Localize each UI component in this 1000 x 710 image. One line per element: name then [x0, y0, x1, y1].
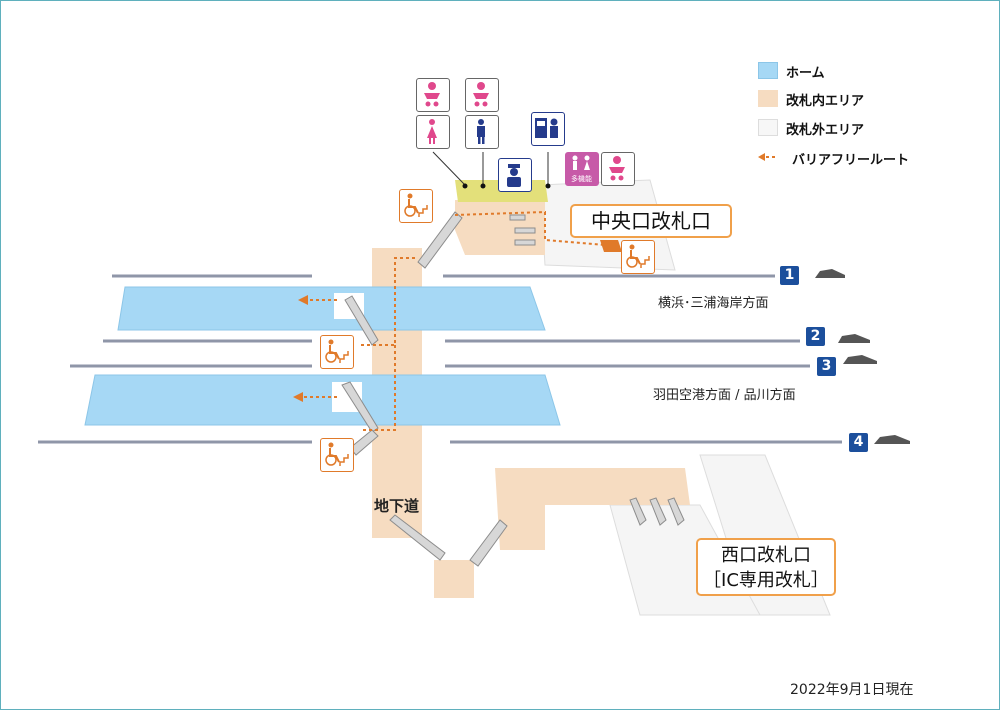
west-gate-ic-text: ［IC専用改札］ [703, 570, 829, 591]
date-note: 2022年9月1日現在 [790, 682, 914, 698]
staircases [341, 211, 685, 567]
leader-dot-3 [545, 183, 551, 189]
wheelchair-stair-lift-icon [621, 240, 655, 274]
station-staff-icon [498, 158, 532, 192]
baby-changing-icon [416, 78, 450, 112]
multipurpose-restroom-icon: 多機能 [565, 152, 599, 186]
underpass-label: 地下道 [374, 497, 420, 515]
west-concourse [495, 468, 690, 550]
west-gate-text: 西口改札口 [721, 545, 811, 566]
men-restroom-icon [465, 115, 499, 149]
women-restroom-icon [416, 115, 450, 149]
platform-1-2 [117, 286, 546, 331]
leader-dot-2 [480, 183, 486, 189]
baby-changing-icon [601, 152, 635, 186]
wheelchair-stair-lift-icon [320, 438, 354, 472]
underpass-lower [434, 560, 474, 598]
route-end-marker [600, 240, 622, 252]
route-arrow-2 [293, 392, 303, 402]
track-badge-4: 4 [849, 433, 868, 452]
track-badge-2: 2 [806, 327, 825, 346]
central-gate-text: 中央口改札口 [591, 209, 711, 233]
ticket-machine-icon [531, 112, 565, 146]
west-gate-label: 西口改札口 ［IC専用改札］ [696, 538, 836, 596]
legend-swatch-inside [758, 90, 778, 107]
route-arrow-1 [298, 295, 308, 305]
multipurpose-label: 多機能 [571, 175, 592, 183]
track-lines [38, 274, 842, 444]
legend-label-barrier-free: バリアフリールート [792, 153, 910, 168]
direction-track23: 羽田空港方面 / 品川方面 [653, 388, 796, 403]
track-badge-3: 3 [817, 357, 836, 376]
legend-label-inside: 改札内エリア [786, 94, 865, 109]
barrier-free-route [300, 210, 606, 431]
platform-3-4 [84, 374, 561, 426]
icon-leader-lines [432, 151, 549, 186]
legend-swatch-outside [758, 119, 778, 136]
central-gate-label: 中央口改札口 [570, 204, 732, 238]
train-icons [815, 269, 910, 444]
legend-label-platform: ホーム [786, 66, 825, 81]
baby-changing-icon [465, 78, 499, 112]
legend-swatch-platform [758, 62, 778, 79]
leader-dot-1 [462, 183, 468, 189]
barrier-free-route-swatch [758, 153, 778, 161]
wheelchair-stair-lift-icon [399, 189, 433, 223]
direction-track1: 横浜･三浦海岸方面 [658, 296, 769, 311]
track-badge-1: 1 [780, 266, 799, 285]
wheelchair-stair-lift-icon [320, 335, 354, 369]
legend-label-outside: 改札外エリア [786, 123, 865, 138]
